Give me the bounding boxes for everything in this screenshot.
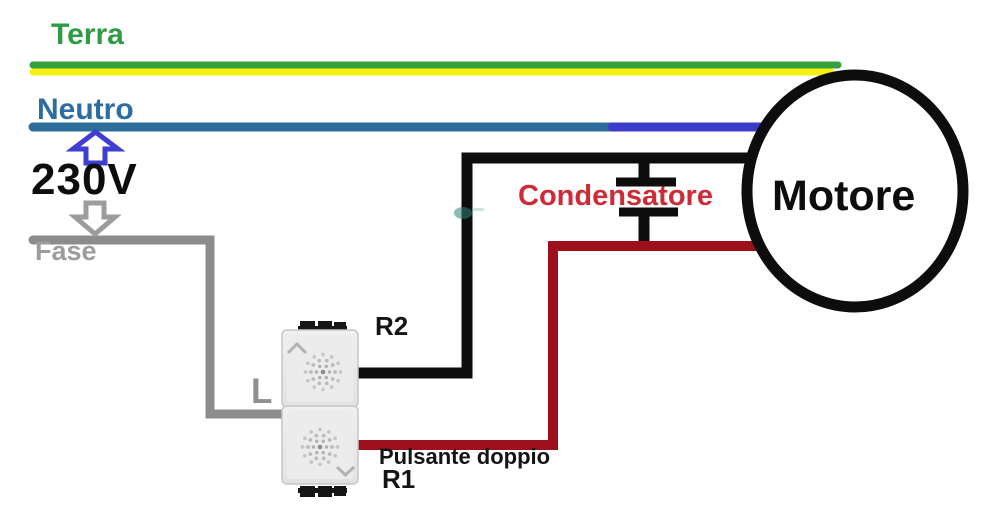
chevron-up-icon: [286, 341, 308, 355]
neutro-label: Neutro: [37, 93, 134, 126]
switch-terminal-bottom-2: [318, 486, 332, 497]
switch-caption-line1: Pulsante doppio: [379, 444, 551, 469]
pushbutton-switch: [281, 321, 359, 497]
switch-terminal-top-3: [334, 322, 346, 331]
switch-terminal-top-2: [318, 321, 332, 331]
switch-caption: Pulsante doppio interbloccato: [379, 384, 550, 527]
switch-terminal-top-1: [300, 321, 315, 331]
arrow-down-icon: [68, 200, 122, 238]
r2-label: R2: [375, 311, 409, 341]
red-return-wire: [358, 241, 764, 450]
capacitor-label: Condensatore: [518, 180, 713, 212]
watermark-smudge: [454, 207, 484, 219]
switch-terminal-bottom-1: [300, 486, 315, 497]
chevron-down-icon: [335, 465, 356, 478]
voltage-label: 230V: [31, 155, 138, 204]
fase-wire: [28, 235, 291, 419]
line-terminal-label: L: [251, 372, 273, 411]
terra-label: Terra: [51, 18, 124, 51]
switch-terminal-bottom-3: [334, 486, 346, 496]
arrow-up-icon: [65, 128, 126, 166]
r1-label: R1: [382, 464, 416, 494]
black-motor-wire: [358, 152, 753, 379]
fase-label: Fase: [35, 236, 97, 266]
capacitor-symbol: [616, 158, 678, 246]
motor-circle: [741, 69, 969, 313]
motor-label: Motore: [772, 172, 916, 220]
